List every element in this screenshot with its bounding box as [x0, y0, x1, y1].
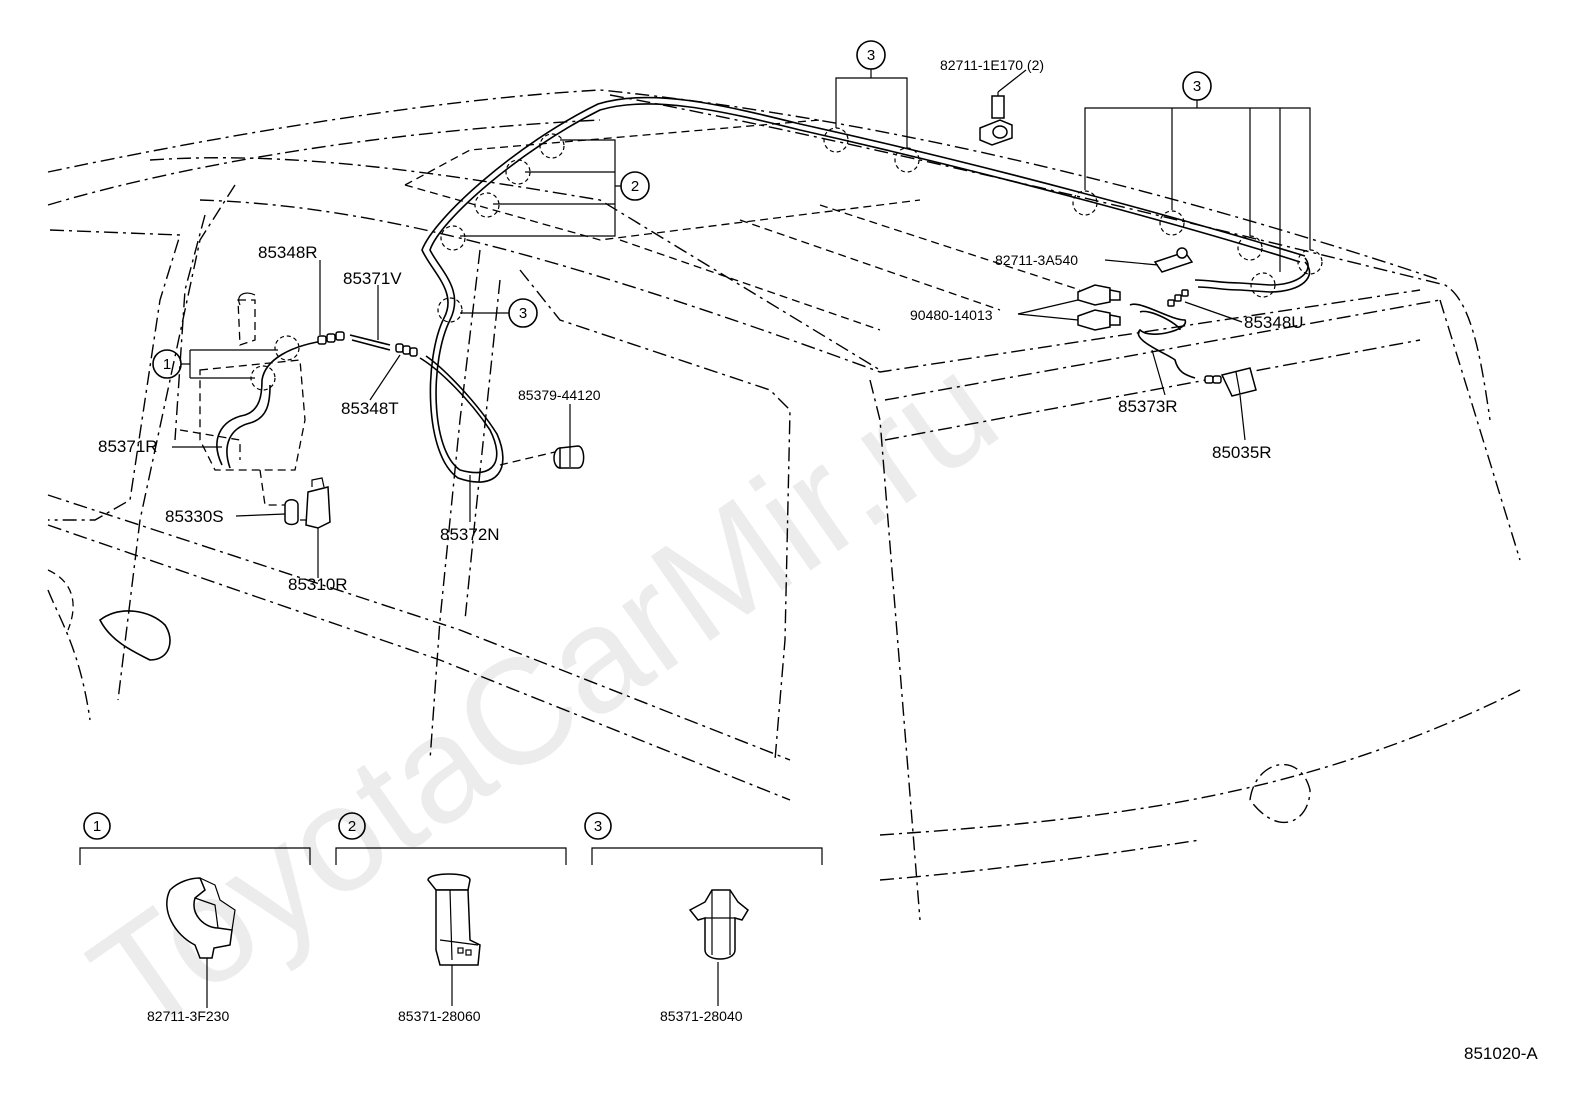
label-85348R: 85348R — [258, 243, 318, 262]
svg-text:3: 3 — [594, 818, 602, 835]
callout-3-left: 3 — [460, 298, 538, 328]
svg-text:3: 3 — [867, 47, 875, 64]
label-85373R: 85373R — [1118, 397, 1178, 416]
svg-text:2: 2 — [631, 178, 639, 195]
label-82711-1E170: 82711-1E170 (2) — [940, 57, 1044, 73]
label-85372N: 85372N — [440, 525, 500, 544]
label-85330S: 85330S — [165, 507, 224, 526]
svg-text:3: 3 — [1193, 78, 1201, 95]
label-85371-28060: 85371-28060 — [398, 1008, 481, 1024]
svg-text:3: 3 — [519, 305, 527, 322]
svg-text:2: 2 — [348, 818, 356, 835]
grommet-85379 — [499, 445, 585, 469]
part-labels: 82711-1E170 (2) 82711-3A540 90480-14013 … — [98, 57, 1304, 594]
label-85379-44120: 85379-44120 — [518, 387, 601, 403]
clamp-82711-1E170 — [979, 92, 1013, 146]
rear-nozzle — [1220, 367, 1257, 397]
svg-text:1: 1 — [93, 818, 101, 835]
label-85348U: 85348U — [1244, 313, 1304, 332]
callout-1-tank: 1 — [152, 349, 278, 379]
detail-3: 3 85371-28040 — [584, 812, 823, 1024]
label-85035R: 85035R — [1212, 443, 1272, 462]
figure-code: 851020-A — [1464, 1044, 1538, 1063]
detail-1: 1 82711-3F230 — [79, 812, 311, 1024]
svg-text:1: 1 — [163, 356, 171, 373]
callout-2-roof: 2 — [460, 139, 650, 237]
washer-tank — [179, 292, 331, 529]
callout-3-top-right: 3 — [1084, 71, 1311, 272]
label-90480-14013: 90480-14013 — [910, 307, 993, 323]
detail-2: 2 85371-28060 — [335, 812, 567, 1024]
label-85371R: 85371R — [98, 437, 158, 456]
label-85371-28040: 85371-28040 — [660, 1008, 743, 1024]
clamp-82711-3A540 — [1153, 247, 1194, 273]
label-82711-3A540: 82711-3A540 — [995, 252, 1078, 268]
label-85348T: 85348T — [341, 399, 399, 418]
label-85371V: 85371V — [343, 269, 402, 288]
label-85310R: 85310R — [288, 575, 348, 594]
label-82711-3F230: 82711-3F230 — [147, 1008, 229, 1024]
check-valves — [1077, 284, 1121, 331]
washer-hose-route — [216, 96, 1311, 483]
callout-3-top-left: 3 — [835, 40, 908, 148]
leader-lines — [172, 69, 1246, 578]
hose-connectors — [317, 289, 1222, 384]
